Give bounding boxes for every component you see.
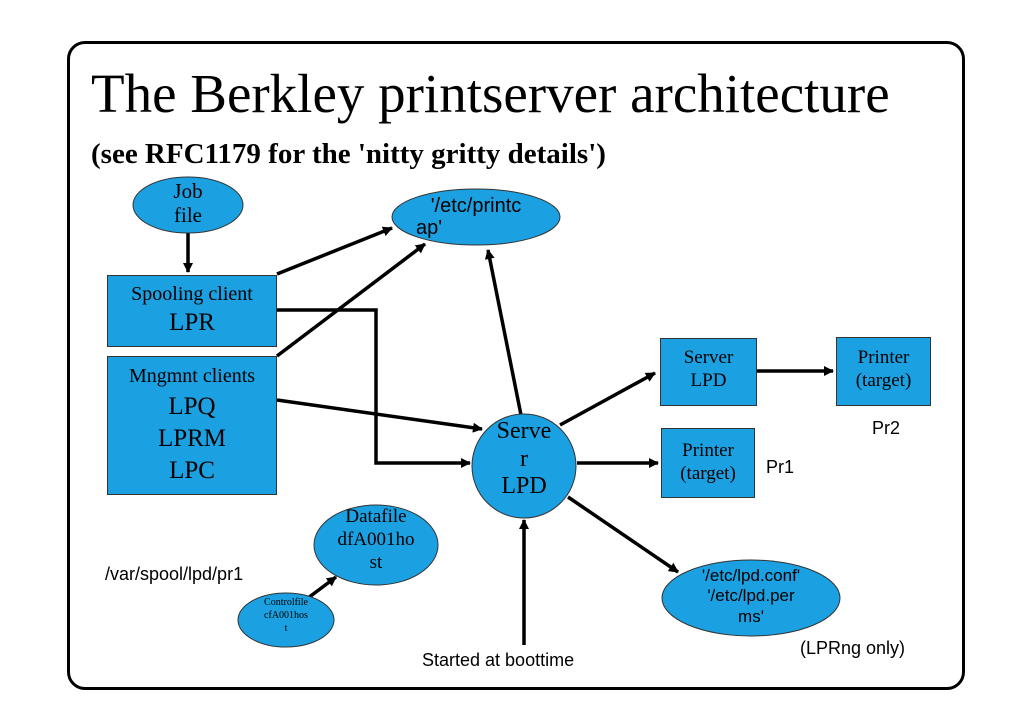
lpd-conf-label: '/etc/lpd.conf' '/etc/lpd.per ms' <box>701 566 801 626</box>
server-lpd-remote-label: Server LPD <box>683 347 734 391</box>
started-at-boottime-label: Started at boottime <box>422 650 575 670</box>
spool-path-label: /var/spool/lpd/pr1 <box>105 564 244 584</box>
arrow-server-to-remote <box>559 371 656 427</box>
spooling-client-box <box>107 275 277 347</box>
server-lpd-remote-box <box>660 338 757 406</box>
mngmnt-clients-box <box>107 356 277 495</box>
job-file-ellipse <box>132 176 244 234</box>
connector-lines <box>183 226 834 645</box>
printer-pr1-box <box>661 428 755 498</box>
pr2-label: Pr2 <box>872 418 901 438</box>
datafile-ellipse <box>313 504 439 586</box>
page-subtitle: (see RFC1179 for the 'nitty gritty detai… <box>91 138 606 170</box>
printer-pr2-label: Printer (target) <box>855 347 912 391</box>
pr1-label: Pr1 <box>766 457 795 477</box>
server-lpd-ellipse <box>471 413 577 519</box>
mngmnt-clients-label: Mngmnt clients LPQ LPRM LPC <box>128 365 256 485</box>
arrow-server-to-lpdconf <box>567 495 679 574</box>
lprng-only-label: (LPRng only) <box>800 638 906 658</box>
datafile-label: Datafile dfA001ho st <box>337 506 415 573</box>
spooling-client-label: Spooling client LPR <box>131 283 253 337</box>
node-shapes <box>132 176 841 648</box>
page-title: The Berkley printserver architecture <box>91 63 890 124</box>
controlfile-ellipse <box>237 592 335 648</box>
printcap-ellipse <box>391 188 561 246</box>
arrow-lpr-to-server <box>277 308 471 468</box>
arrow-mngmnt-to-printcap <box>275 242 427 358</box>
server-lpd-label: Serve r LPD <box>496 418 552 500</box>
controlfile-label: Controlfile cfA001hos t <box>264 597 308 634</box>
arrow-server-to-printcap <box>484 249 523 416</box>
arrow-mngmnt-to-server <box>276 398 483 433</box>
printer-pr2-box <box>836 337 931 406</box>
arrow-lpr-to-printcap <box>276 226 393 276</box>
lpd-conf-ellipse <box>661 559 841 637</box>
printer-pr1-label: Printer (target) <box>680 440 736 484</box>
